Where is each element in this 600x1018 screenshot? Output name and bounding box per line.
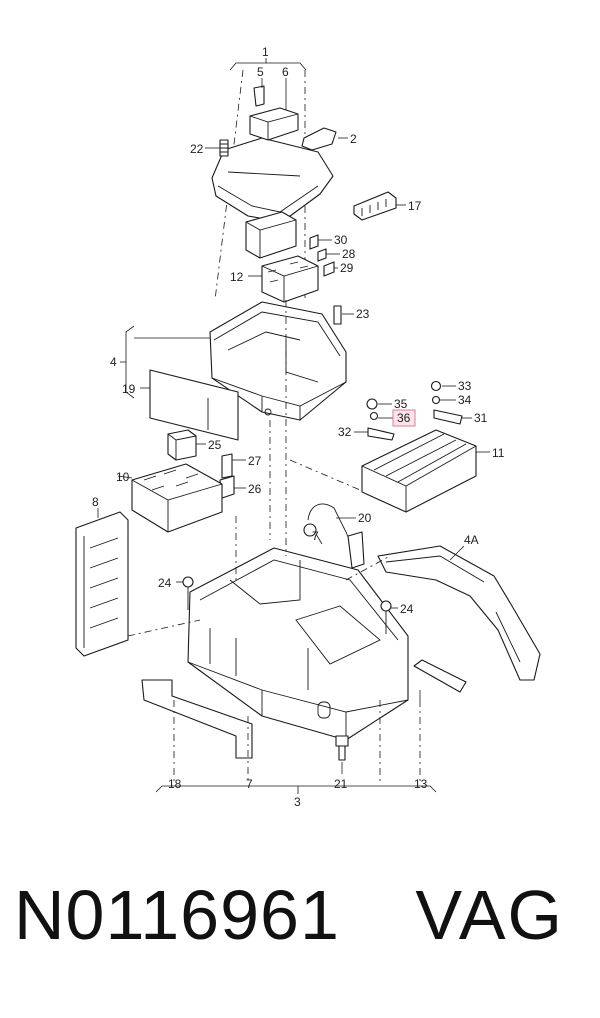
callout-29: 29 (340, 261, 354, 275)
callout-28: 28 (342, 247, 356, 261)
callout-10: 10 (116, 470, 130, 484)
callout-12: 12 (230, 270, 244, 284)
relay-25 (167, 429, 197, 461)
strap-13 (413, 659, 467, 693)
foam-pad-19 (149, 369, 239, 441)
callout-21: 21 (334, 777, 348, 791)
terminal-strip-17 (353, 191, 397, 221)
connector-2 (301, 127, 337, 151)
callout-7-housing: 7 (312, 529, 319, 543)
fuse-strip-11 (361, 429, 477, 513)
washer-36 (369, 411, 379, 421)
bracket-group-3 (155, 785, 437, 794)
callout-25: 25 (208, 438, 222, 452)
fuse-box-cover (211, 137, 334, 223)
nut-35 (366, 398, 378, 410)
nut-33 (430, 380, 442, 392)
callout-30: 30 (334, 233, 348, 247)
callout-22: 22 (190, 142, 204, 156)
clip-5 (253, 85, 265, 107)
callout-labels: 1 2 3 4 4A 5 6 7 8 10 11 12 13 17 18 19 … (92, 45, 505, 809)
callout-24-left: 24 (158, 576, 172, 590)
fuse-30 (309, 234, 319, 250)
lower-housing (187, 547, 409, 741)
callout-5: 5 (257, 65, 264, 79)
bolt-21 (335, 735, 349, 761)
callout-2: 2 (350, 132, 357, 146)
callout-34: 34 (458, 393, 472, 407)
callout-23: 23 (356, 307, 370, 321)
fuse-plate-8 (75, 511, 129, 657)
assembly-guide-lines (127, 300, 421, 784)
relay-carrier-12 (261, 255, 319, 303)
callout-4A: 4A (464, 533, 479, 547)
callout-7: 7 (246, 777, 253, 791)
callout-36: 36 (397, 411, 411, 425)
callout-3: 3 (294, 795, 301, 809)
terminal-31 (433, 409, 463, 425)
callout-20: 20 (358, 511, 372, 525)
screw-22 (219, 139, 229, 157)
callout-17: 17 (408, 199, 422, 213)
screw-24-right (380, 600, 392, 634)
leader-lines (97, 78, 490, 774)
callout-4: 4 (110, 355, 117, 369)
seal-18 (141, 679, 253, 759)
callout-32: 32 (338, 425, 352, 439)
relay-holder-6 (249, 107, 299, 141)
callout-24-right: 24 (400, 602, 414, 616)
callout-8: 8 (92, 495, 99, 509)
callout-33: 33 (458, 379, 472, 393)
fuse-holder-27 (221, 453, 233, 479)
exploded-parts-diagram: 1 2 3 4 4A 5 6 7 8 10 11 12 13 17 18 19 … (75, 45, 541, 809)
callout-18: 18 (168, 777, 182, 791)
callout-13: 13 (414, 777, 428, 791)
screw-23 (333, 305, 342, 325)
callout-31: 31 (474, 411, 488, 425)
relay-block (245, 211, 297, 259)
callout-26: 26 (248, 482, 262, 496)
washer-34 (431, 395, 441, 405)
callout-6: 6 (282, 65, 289, 79)
callout-19: 19 (122, 382, 136, 396)
callout-35: 35 (394, 397, 408, 411)
callout-1: 1 (262, 45, 269, 59)
fuse-29 (323, 261, 335, 277)
relay-plate-10 (131, 463, 223, 533)
fuse-28 (317, 248, 327, 262)
callout-11: 11 (492, 446, 505, 460)
terminal-32 (367, 427, 395, 441)
callout-36-highlight (392, 409, 416, 427)
callout-27: 27 (248, 454, 262, 468)
cable-20 (303, 503, 365, 569)
side-cover-4A (377, 545, 541, 681)
part-number-label: N0116961 (14, 876, 340, 954)
brand-label: VAG (415, 876, 564, 954)
